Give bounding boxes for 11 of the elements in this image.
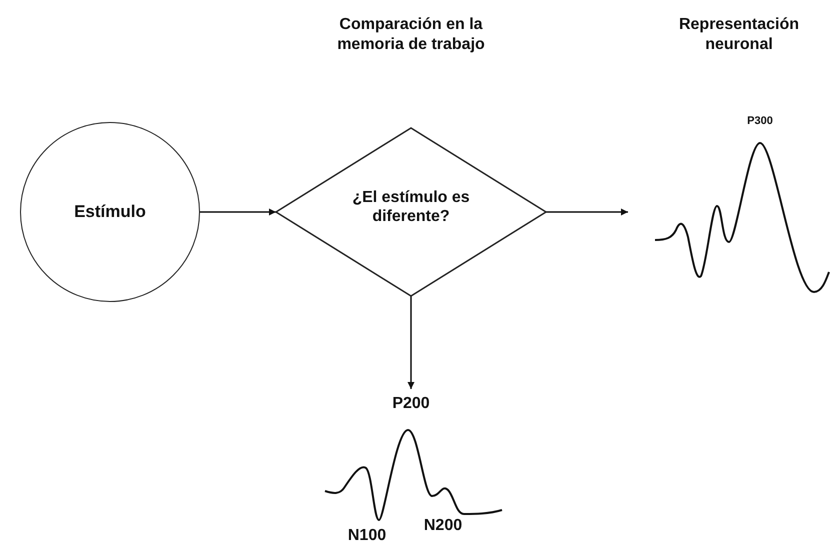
peak-label: N100 [346, 526, 388, 545]
node-heading: Comparación en la memoria de trabajo [336, 15, 486, 55]
decision-question: ¿El estímulo es diferente? [351, 188, 471, 226]
arrow [408, 296, 414, 389]
node-heading: Representación neuronal [678, 15, 800, 55]
arrow [200, 208, 276, 216]
peak-label: P200 [391, 394, 431, 413]
peak-label: P300 [746, 114, 774, 128]
peak-label: N200 [422, 516, 464, 535]
node-label: Estímulo [74, 202, 146, 222]
arrow [546, 208, 628, 216]
